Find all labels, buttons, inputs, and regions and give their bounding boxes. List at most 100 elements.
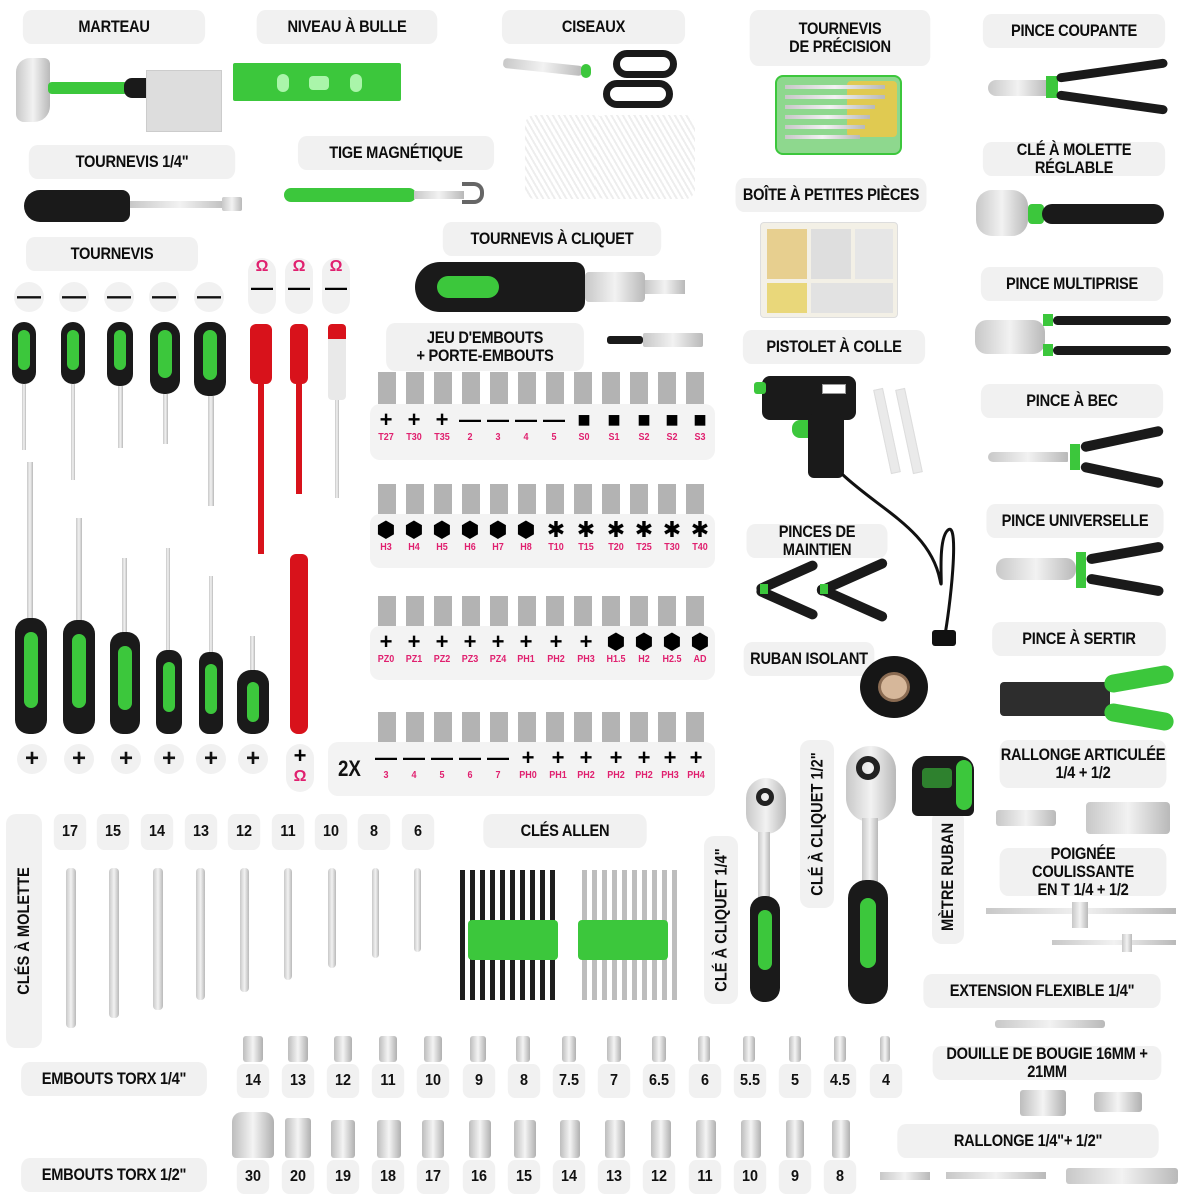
label-ciseaux: CISEAUX: [501, 10, 686, 44]
torx-size: 4.5: [823, 1064, 857, 1098]
torx-size: 10: [733, 1160, 767, 1194]
label-marteau: MARTEAU: [22, 10, 206, 44]
flat-symbol: —: [149, 282, 179, 312]
label-tournevis: TOURNEVIS: [26, 237, 198, 271]
label-metre-ruban: MÈTRE RUBAN: [932, 810, 964, 944]
torx-size: 6.5: [642, 1064, 676, 1098]
torx-size: 7: [597, 1064, 631, 1098]
flat-symbol: —: [14, 282, 44, 312]
label-pince-universelle: PINCE UNIVERSELLE: [986, 504, 1164, 538]
torx-size: 7.5: [552, 1064, 586, 1098]
phillips-symbol: +: [17, 744, 47, 774]
insulated-phillips-symbol: +Ω: [286, 744, 314, 792]
precision-screwdriver-case-image: [775, 75, 902, 155]
label-pince-multiprise: PINCE MULTIPRISE: [980, 267, 1164, 301]
torx-size: 20: [281, 1160, 315, 1194]
hammer-image: [14, 52, 224, 132]
label-boite-petites-pieces: BOÎTE À PETITES PIÈCES: [735, 178, 927, 212]
adjustable-wrench-image: [976, 190, 1166, 238]
extension-bars-image: [880, 1166, 1180, 1188]
magnetic-pickup-image: [284, 180, 504, 210]
wrench-size: 15: [96, 814, 130, 850]
torx-size: 13: [597, 1160, 631, 1194]
universal-joints-image: [990, 800, 1170, 840]
wrench-size: 12: [227, 814, 261, 850]
wrench-size: 17: [53, 814, 87, 850]
wrench-size: 6: [401, 814, 435, 850]
wrench-size: 10: [314, 814, 348, 850]
bit-tips-row-2: [378, 484, 712, 514]
flat-symbol: —: [194, 282, 224, 312]
label-pince-sertir: PINCE À SERTIR: [992, 622, 1166, 656]
torx-size: 18: [371, 1160, 405, 1194]
slip-joint-pliers-image: [996, 541, 1166, 597]
wrench-size: 13: [184, 814, 218, 850]
wrench-size: 8: [357, 814, 391, 850]
phillips-symbol: +: [111, 744, 141, 774]
torx-size: 8: [507, 1064, 541, 1098]
label-tournevis-quart: TOURNEVIS 1/4": [28, 145, 236, 179]
glue-gun-image: [752, 374, 862, 484]
torx-size: 5.5: [733, 1064, 767, 1098]
electrical-tape-image: [860, 656, 928, 718]
torx-size: 30: [236, 1160, 270, 1194]
ratchet-half-image: [840, 746, 902, 1008]
allen-keys-image: [450, 870, 692, 1000]
label-pistolet-colle: PISTOLET À COLLE: [742, 330, 926, 364]
torx-size: 11: [371, 1064, 405, 1098]
crimping-tool-image: [1000, 664, 1180, 732]
label-tige-magnetique: TIGE MAGNÉTIQUE: [297, 136, 495, 170]
torx-size: 13: [281, 1064, 315, 1098]
label-embouts-torx-demi: EMBOUTS TORX 1/2": [21, 1158, 207, 1192]
bit-tips-row-3: [378, 596, 712, 626]
label-cle-cliquet-demi: CLÉ À CLIQUET 1/2": [800, 740, 834, 908]
torx-size: 16: [462, 1160, 496, 1194]
sliding-t-handles-image: [986, 898, 1176, 958]
torx-size: 11: [688, 1160, 722, 1194]
label-extension-flexible: EXTENSION FLEXIBLE 1/4": [923, 974, 1161, 1008]
label-cles-allen: CLÉS ALLEN: [483, 814, 647, 848]
torx-size: 17: [416, 1160, 450, 1194]
bit-row-2: ⬢H3 ⬢H4 ⬢H5 ⬢H6 ⬢H7 ⬢H8 ✱T10 ✱T15 ✱T20 ✱…: [370, 514, 715, 568]
label-pinces-maintien: PINCES DE MAINTIEN: [746, 523, 888, 558]
bit-tips-row-4: [378, 712, 712, 742]
bits-multiplier: 2X: [338, 756, 361, 781]
ratchet-quarter-image: [744, 778, 788, 1008]
spark-plug-socket-21: [1094, 1092, 1142, 1112]
insulated-symbol: Ω—: [248, 258, 276, 314]
bit-row-4: 2X —3 —4 —5 —6 —7 +PH0 +PH1 +PH2 +PH2 +P…: [328, 742, 715, 796]
water-pump-pliers-image: [975, 312, 1175, 360]
torx-size: 10: [416, 1064, 450, 1098]
glue-gun-cable-image: [840, 472, 956, 646]
torx-size: 12: [326, 1064, 360, 1098]
flat-symbol: —: [104, 282, 134, 312]
spring-clamps-image: [754, 556, 894, 624]
phillips-symbol: +: [64, 744, 94, 774]
phillips-symbol: +: [238, 744, 268, 774]
wrench-size: 14: [140, 814, 174, 850]
tape-measure-image: [912, 756, 974, 816]
torx-size: 12: [642, 1160, 676, 1194]
small-parts-box-image: [760, 222, 898, 318]
flexible-extension-image: [995, 1020, 1105, 1028]
torx-size: 6: [688, 1064, 722, 1098]
insulated-symbol: Ω—: [322, 258, 350, 314]
phillips-symbol: +: [154, 744, 184, 774]
diagonal-cutter-image: [988, 58, 1178, 115]
label-rallonge: RALLONGE 1/4"+ 1/2": [897, 1124, 1159, 1158]
torx-size: 9: [462, 1064, 496, 1098]
glue-sticks-image: [873, 387, 936, 478]
label-cle-molette-reglable: CLÉ À MOLETTE RÉGLABLE: [982, 141, 1166, 176]
needle-nose-pliers-image: [988, 425, 1168, 489]
scissors-image: [502, 50, 683, 110]
torx-size: 9: [778, 1160, 812, 1194]
flat-symbol: —: [59, 282, 89, 312]
label-pince-coupante: PINCE COUPANTE: [982, 14, 1166, 48]
insulated-symbol: Ω—: [285, 258, 313, 314]
torx-size: 15: [507, 1160, 541, 1194]
label-cle-cliquet-quart: CLÉ À CLIQUET 1/4": [704, 836, 738, 1004]
label-douille-bougie: DOUILLE DE BOUGIE 16MM + 21MM: [932, 1045, 1162, 1080]
